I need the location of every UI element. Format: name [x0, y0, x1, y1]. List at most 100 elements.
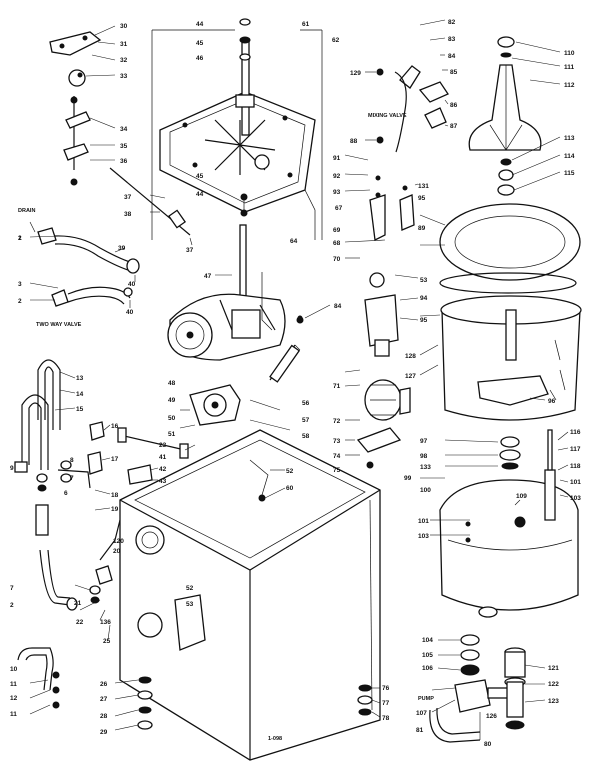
- callout-32: 32: [120, 57, 128, 64]
- lower-drain-hose: [74, 519, 121, 641]
- callout-34: 34: [120, 126, 128, 133]
- mixing-valve-label: MIXING VALVE: [368, 113, 407, 119]
- callout-123: 123: [548, 698, 559, 705]
- callout-103b: 103: [418, 533, 429, 540]
- callout-77: 77: [382, 700, 390, 707]
- lid-switch-rod: [63, 96, 116, 186]
- callout-73: 73: [333, 438, 341, 445]
- inlet-valve-left: [14, 421, 111, 511]
- callout-3: 3: [18, 281, 22, 288]
- footer-code: 1-098: [268, 736, 282, 742]
- callout-91: 91: [333, 155, 341, 162]
- callout-92: 92: [333, 173, 341, 180]
- callout-94: 94: [420, 295, 428, 302]
- callout-88: 88: [350, 138, 358, 145]
- callout-15: 15: [76, 406, 84, 413]
- callout-29: 29: [100, 729, 108, 736]
- callout-113: 113: [564, 135, 575, 142]
- agitator-shaft-top: [235, 18, 255, 136]
- lid-switch-bracket: [49, 25, 116, 61]
- pump-drive-pulley: [179, 384, 241, 429]
- callout-89: 89: [418, 225, 426, 232]
- callout-114: 114: [564, 153, 575, 160]
- callout-101b: 101: [418, 518, 429, 525]
- callout-50: 50: [168, 415, 176, 422]
- callout-13: 13: [76, 375, 84, 382]
- callout-7: 7: [70, 475, 74, 482]
- callout-131: 131: [418, 183, 429, 190]
- callout-78: 78: [382, 715, 390, 722]
- callout-46: 46: [196, 55, 204, 62]
- callout-6: 6: [64, 490, 68, 497]
- callout-104: 104: [422, 637, 433, 644]
- callout-1: 1: [18, 235, 22, 242]
- callout-95b: 95: [420, 317, 428, 324]
- callout-126: 126: [486, 713, 497, 720]
- callout-16: 16: [111, 423, 119, 430]
- callout-69: 69: [333, 227, 341, 234]
- cover-fasteners: [240, 193, 248, 217]
- callout-97: 97: [420, 438, 428, 445]
- callout-51: 51: [168, 431, 176, 438]
- callout-84b: 84: [334, 303, 342, 310]
- water-level-switch-brackets: [344, 154, 419, 259]
- callout-86: 86: [450, 102, 458, 109]
- callout-10: 10: [10, 666, 18, 673]
- callout-56: 56: [302, 400, 310, 407]
- wash-basket: [419, 295, 582, 421]
- callout-87: 87: [450, 123, 458, 130]
- callout-8: 8: [70, 457, 74, 464]
- motor-and-capacitor: [297, 272, 419, 469]
- callout-109: 109: [516, 493, 527, 500]
- callout-96: 96: [548, 398, 556, 405]
- callout-72: 72: [333, 418, 341, 425]
- callout-30: 30: [120, 23, 128, 30]
- callout-80: 80: [484, 741, 492, 748]
- callout-76: 76: [382, 685, 390, 692]
- pump-label: PUMP: [418, 696, 434, 702]
- callout-7b: 7: [10, 585, 14, 592]
- callout-47: 47: [204, 273, 212, 280]
- callout-12: 12: [10, 695, 18, 702]
- callout-58: 58: [302, 433, 310, 440]
- drain-standpipe: [504, 647, 546, 730]
- callout-52: 52: [186, 585, 194, 592]
- callout-103: 103: [570, 495, 581, 502]
- callout-112: 112: [564, 82, 575, 89]
- callout-115: 115: [564, 170, 575, 177]
- callout-numbers: 30 31 32 33 34 35 36 37 38 37 44 45 46 6…: [10, 19, 581, 748]
- callout-110: 110: [564, 50, 575, 57]
- callout-57: 57: [302, 417, 310, 424]
- callout-120: 120: [113, 538, 124, 545]
- callout-60: 60: [286, 485, 294, 492]
- callout-21: 21: [74, 600, 82, 607]
- callout-111: 111: [564, 64, 575, 71]
- callout-45b: 45: [196, 173, 204, 180]
- cabinet-leg-lower-left: [114, 676, 153, 731]
- callout-11: 11: [10, 681, 17, 688]
- callout-105: 105: [422, 652, 433, 659]
- two-way-valve-label: TWO WAY VALVE: [36, 322, 82, 328]
- callout-68: 68: [333, 240, 341, 247]
- callout-98: 98: [420, 453, 428, 460]
- callout-121: 121: [548, 665, 559, 672]
- callout-82: 82: [448, 19, 456, 26]
- callout-14: 14: [76, 391, 84, 398]
- callout-118: 118: [570, 463, 581, 470]
- callout-122: 122: [548, 681, 559, 688]
- callout-44b: 44: [196, 191, 204, 198]
- callout-49: 49: [168, 397, 176, 404]
- agitator: [468, 36, 561, 196]
- callout-39: 39: [118, 245, 126, 252]
- callout-95: 95: [418, 195, 426, 202]
- callout-40b: 40: [126, 309, 134, 316]
- drain-label: DRAIN: [18, 208, 35, 214]
- lid-switch-knob: [68, 69, 116, 87]
- callout-37: 37: [124, 194, 132, 201]
- callout-23: 23: [159, 442, 167, 449]
- callout-67: 67: [335, 205, 343, 212]
- callout-99: 99: [404, 475, 412, 482]
- callout-28: 28: [100, 713, 108, 720]
